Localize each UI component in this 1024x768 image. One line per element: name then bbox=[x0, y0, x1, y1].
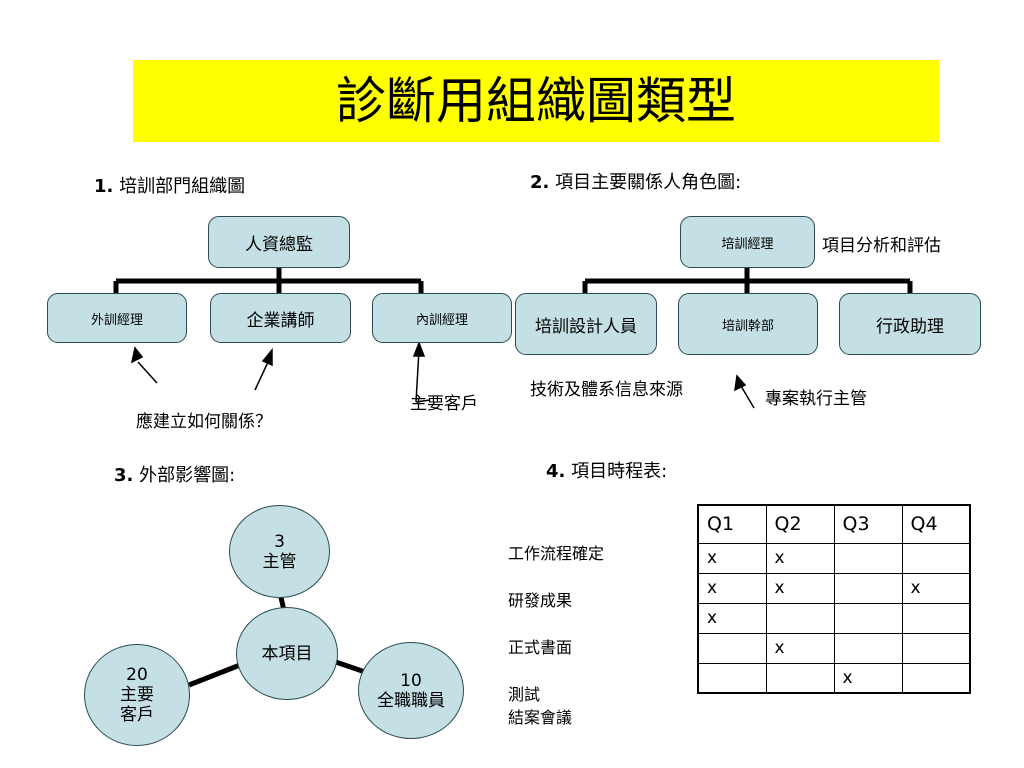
schedule-cell bbox=[833, 632, 903, 664]
schedule-row-label: 研發成果 bbox=[508, 591, 573, 610]
analysis-note: 項目分析和評估 bbox=[822, 236, 941, 256]
page-title: 診斷用組織圖類型 bbox=[336, 72, 736, 130]
quarter-header: Q2 bbox=[765, 504, 835, 544]
schedule-cell bbox=[901, 632, 971, 664]
schedule-cell bbox=[765, 602, 835, 634]
customer-note: 主要客戶 bbox=[410, 394, 478, 414]
schedule-row: x x bbox=[697, 542, 971, 574]
section-2-title: 2. 項目主要關係人角色圖: bbox=[530, 172, 742, 193]
schedule-cell: x bbox=[765, 572, 835, 604]
quarter-header: Q1 bbox=[697, 504, 767, 544]
schedule-row: x bbox=[697, 602, 971, 634]
schedule-row-label: 結案會議 bbox=[508, 708, 573, 727]
project-center-node: 本項目 bbox=[236, 607, 338, 700]
org1-child-node: 內訓經理 bbox=[372, 293, 512, 343]
quarter-header: Q3 bbox=[833, 504, 903, 544]
schedule-row: x bbox=[697, 662, 971, 694]
schedule-cell bbox=[833, 572, 903, 604]
schedule-row: x x x bbox=[697, 572, 971, 604]
org1-child-node: 企業講師 bbox=[210, 293, 351, 343]
schedule-cell: x bbox=[765, 632, 835, 664]
schedule-cell bbox=[901, 542, 971, 574]
schedule-row-label: 正式書面 bbox=[508, 638, 573, 657]
org2-child-node: 培訓設計人員 bbox=[515, 293, 657, 355]
schedule-cell: x bbox=[697, 572, 767, 604]
schedule-cell: x bbox=[833, 662, 903, 694]
quarter-header: Q4 bbox=[901, 504, 971, 544]
section-4-title: 4. 項目時程表: bbox=[546, 461, 668, 482]
section-1-title: 1. 培訓部門組織圖 bbox=[94, 176, 246, 197]
tech-source-note: 技術及體系信息來源 bbox=[530, 380, 683, 400]
schedule-cell bbox=[697, 632, 767, 664]
schedule-cell bbox=[901, 602, 971, 634]
org2-child-node: 行政助理 bbox=[839, 293, 981, 355]
org2-child-node: 培訓幹部 bbox=[678, 293, 818, 355]
exec-note: 專案執行主管 bbox=[765, 389, 867, 409]
schedule-row: x bbox=[697, 632, 971, 664]
schedule-cell bbox=[833, 602, 903, 634]
schedule-header-row: Q1 Q2 Q3 Q4 bbox=[697, 504, 971, 544]
schedule-row-label: 測試 bbox=[508, 685, 541, 704]
org1-child-node: 外訓經理 bbox=[47, 293, 187, 343]
schedule-cell: x bbox=[697, 602, 767, 634]
section-3-title: 3. 外部影響圖: bbox=[114, 465, 236, 486]
schedule-table: Q1 Q2 Q3 Q4 x x x x x x x x bbox=[697, 504, 971, 694]
schedule-cell bbox=[901, 662, 971, 694]
org2-top-node: 培訓經理 bbox=[680, 216, 815, 268]
schedule-cell: x bbox=[765, 542, 835, 574]
schedule-cell bbox=[697, 662, 767, 694]
schedule-cell: x bbox=[901, 572, 971, 604]
schedule-row-label: 工作流程確定 bbox=[508, 544, 605, 563]
schedule-cell: x bbox=[697, 542, 767, 574]
org1-top-node: 人資總監 bbox=[208, 216, 350, 268]
schedule-cell bbox=[765, 662, 835, 694]
schedule-cell bbox=[833, 542, 903, 574]
title-banner bbox=[133, 60, 939, 142]
relation-note: 應建立如何關係？ bbox=[136, 412, 272, 432]
